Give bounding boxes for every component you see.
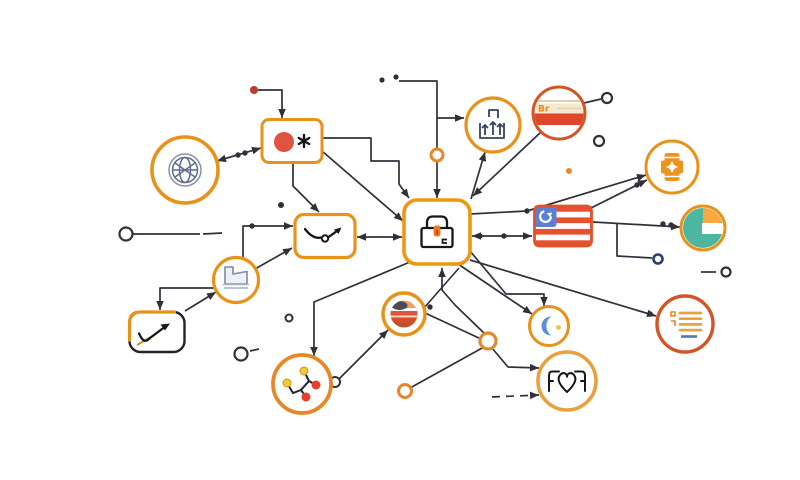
orange-ring [429,147,445,163]
toolbox-to-export [470,151,487,200]
edge-dot [477,233,483,239]
trend-to-factory [184,291,217,312]
ring-to-ring [409,346,485,389]
black-dot [393,74,399,80]
edge-dot [249,223,255,229]
heart-node [536,350,598,412]
browser-node: Br [531,85,587,141]
pie-node [679,204,727,252]
svg-text:Br: Br [538,105,550,115]
browser-to-toolbox [472,131,542,197]
top-line [399,80,438,148]
alert-box-node [260,118,324,164]
molecule-node [271,353,333,415]
black-dot [379,77,385,83]
globe-alert-link [216,146,262,163]
flag-refresh-icon [534,206,592,246]
flag-to-pie [592,221,681,231]
left-ring [118,226,134,242]
clock-box-node [293,212,357,260]
heart-people-icon [548,370,586,393]
trend-arrow-icon [136,323,170,346]
edge-dot [647,311,653,317]
molecule-icon [282,366,321,402]
factory-top-to-clock [242,222,293,258]
small-ring [600,91,614,105]
seal-icon [661,153,683,181]
clock-toolbox-link [357,233,402,241]
small-ring [284,313,294,323]
ring-to-heart [491,347,540,372]
edge-dot [634,182,640,188]
toolbox-to-moon-diagonal [457,263,533,315]
record-asterisk-icon [274,132,311,152]
small-ring [592,134,606,148]
orange-ring [478,331,498,351]
export-node [464,96,522,154]
branch-to-export [437,114,464,122]
moon-node [528,305,570,347]
toolbox-to-list [469,259,657,318]
red-dot [250,86,258,94]
molecule-ring-to-planet [338,329,389,380]
factory-to-clock [254,247,293,270]
planet-to-ring [422,311,482,340]
edge-dot [242,150,248,156]
ring-to-toolbox [433,162,441,198]
alert-to-toolbox-diagonal [321,150,404,222]
trend-box-node [127,310,186,354]
factory-icon [223,266,249,289]
orange-ring [397,383,413,399]
flag-drop-line [616,223,653,259]
flag-node [533,204,593,248]
toolbox-flag-link [472,232,532,240]
globe-icon [168,153,202,187]
black-dot [278,202,284,208]
toolbox-to-moon-elbow [469,250,548,306]
alert-to-toolbox-steps [322,137,410,199]
clock-hands-icon [303,227,342,243]
factory-node [211,255,261,305]
seal-node [644,139,700,195]
browser-card-icon: Br [534,88,584,138]
toolbox-to-seal [469,173,647,215]
pie-chart-icon [683,208,724,248]
ring-to-toolbox-bottom [438,268,487,336]
red-dot-to-alert [258,89,286,118]
edge-dot [501,233,507,239]
factory-to-trend [156,287,215,310]
edge-dot [668,222,674,228]
toolbox-node [402,198,472,266]
left-ring-dash [202,232,223,235]
small-ring [233,346,249,362]
edge-dot [660,221,666,227]
planet-up-line [423,267,460,310]
globe-node [150,135,220,205]
edge-dot [235,152,241,158]
list-node [655,294,715,354]
small-ring [720,266,732,278]
moon-star-icon [541,316,561,336]
flag-to-seal [588,179,648,210]
edge-dot [427,304,433,310]
export-arrows-icon [479,109,505,139]
alert-to-clock [292,163,320,213]
toolbox-to-molecule [310,261,411,356]
small-ring-dash [249,348,260,352]
orange-dot [566,168,572,174]
navy-ring [652,253,664,265]
dash-to-heart [491,391,540,400]
planet-node [381,291,427,337]
edge-dot [524,208,530,214]
toolbox-icon [420,215,454,249]
planet-icon [390,300,418,328]
document-list-icon [670,311,703,338]
